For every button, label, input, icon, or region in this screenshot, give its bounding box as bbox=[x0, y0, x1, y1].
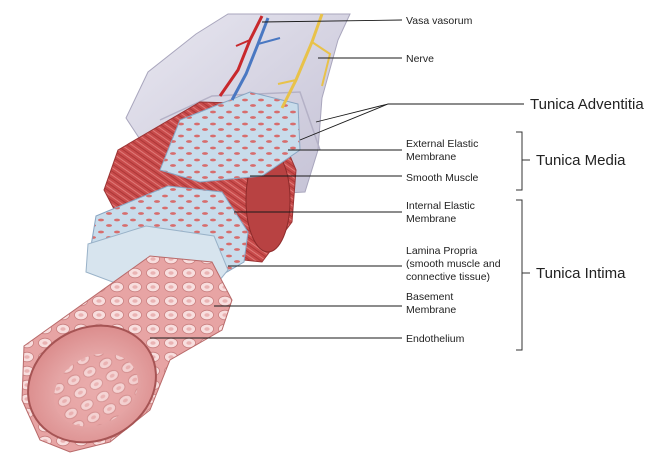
label-smooth-muscle: Smooth Muscle bbox=[406, 172, 479, 184]
artery-illustration bbox=[7, 14, 350, 458]
label-external-elastic-line1: External Elastic bbox=[406, 138, 478, 150]
group-label-adventitia: Tunica Adventitia bbox=[530, 96, 644, 113]
label-lamina-propria-line1: Lamina Propria bbox=[406, 245, 477, 257]
brackets bbox=[516, 132, 530, 350]
label-lamina-propria-line2: (smooth muscle and bbox=[406, 258, 501, 270]
label-internal-elastic-line1: Internal Elastic bbox=[406, 200, 475, 212]
label-basement-line2: Membrane bbox=[406, 304, 456, 316]
group-label-intima: Tunica Intima bbox=[536, 265, 626, 282]
label-vasa-vasorum: Vasa vasorum bbox=[406, 15, 473, 27]
group-label-media: Tunica Media bbox=[536, 152, 626, 169]
label-basement-line1: Basement bbox=[406, 291, 453, 303]
structure-labels: Vasa vasorum Nerve External Elastic Memb… bbox=[406, 15, 501, 345]
label-lamina-propria-line3: connective tissue) bbox=[406, 271, 490, 283]
label-nerve: Nerve bbox=[406, 53, 434, 65]
group-labels: Tunica Adventitia Tunica Media Tunica In… bbox=[530, 96, 644, 282]
label-endothelium: Endothelium bbox=[406, 333, 465, 345]
label-internal-elastic-line2: Membrane bbox=[406, 213, 456, 225]
label-external-elastic-line2: Membrane bbox=[406, 151, 456, 163]
